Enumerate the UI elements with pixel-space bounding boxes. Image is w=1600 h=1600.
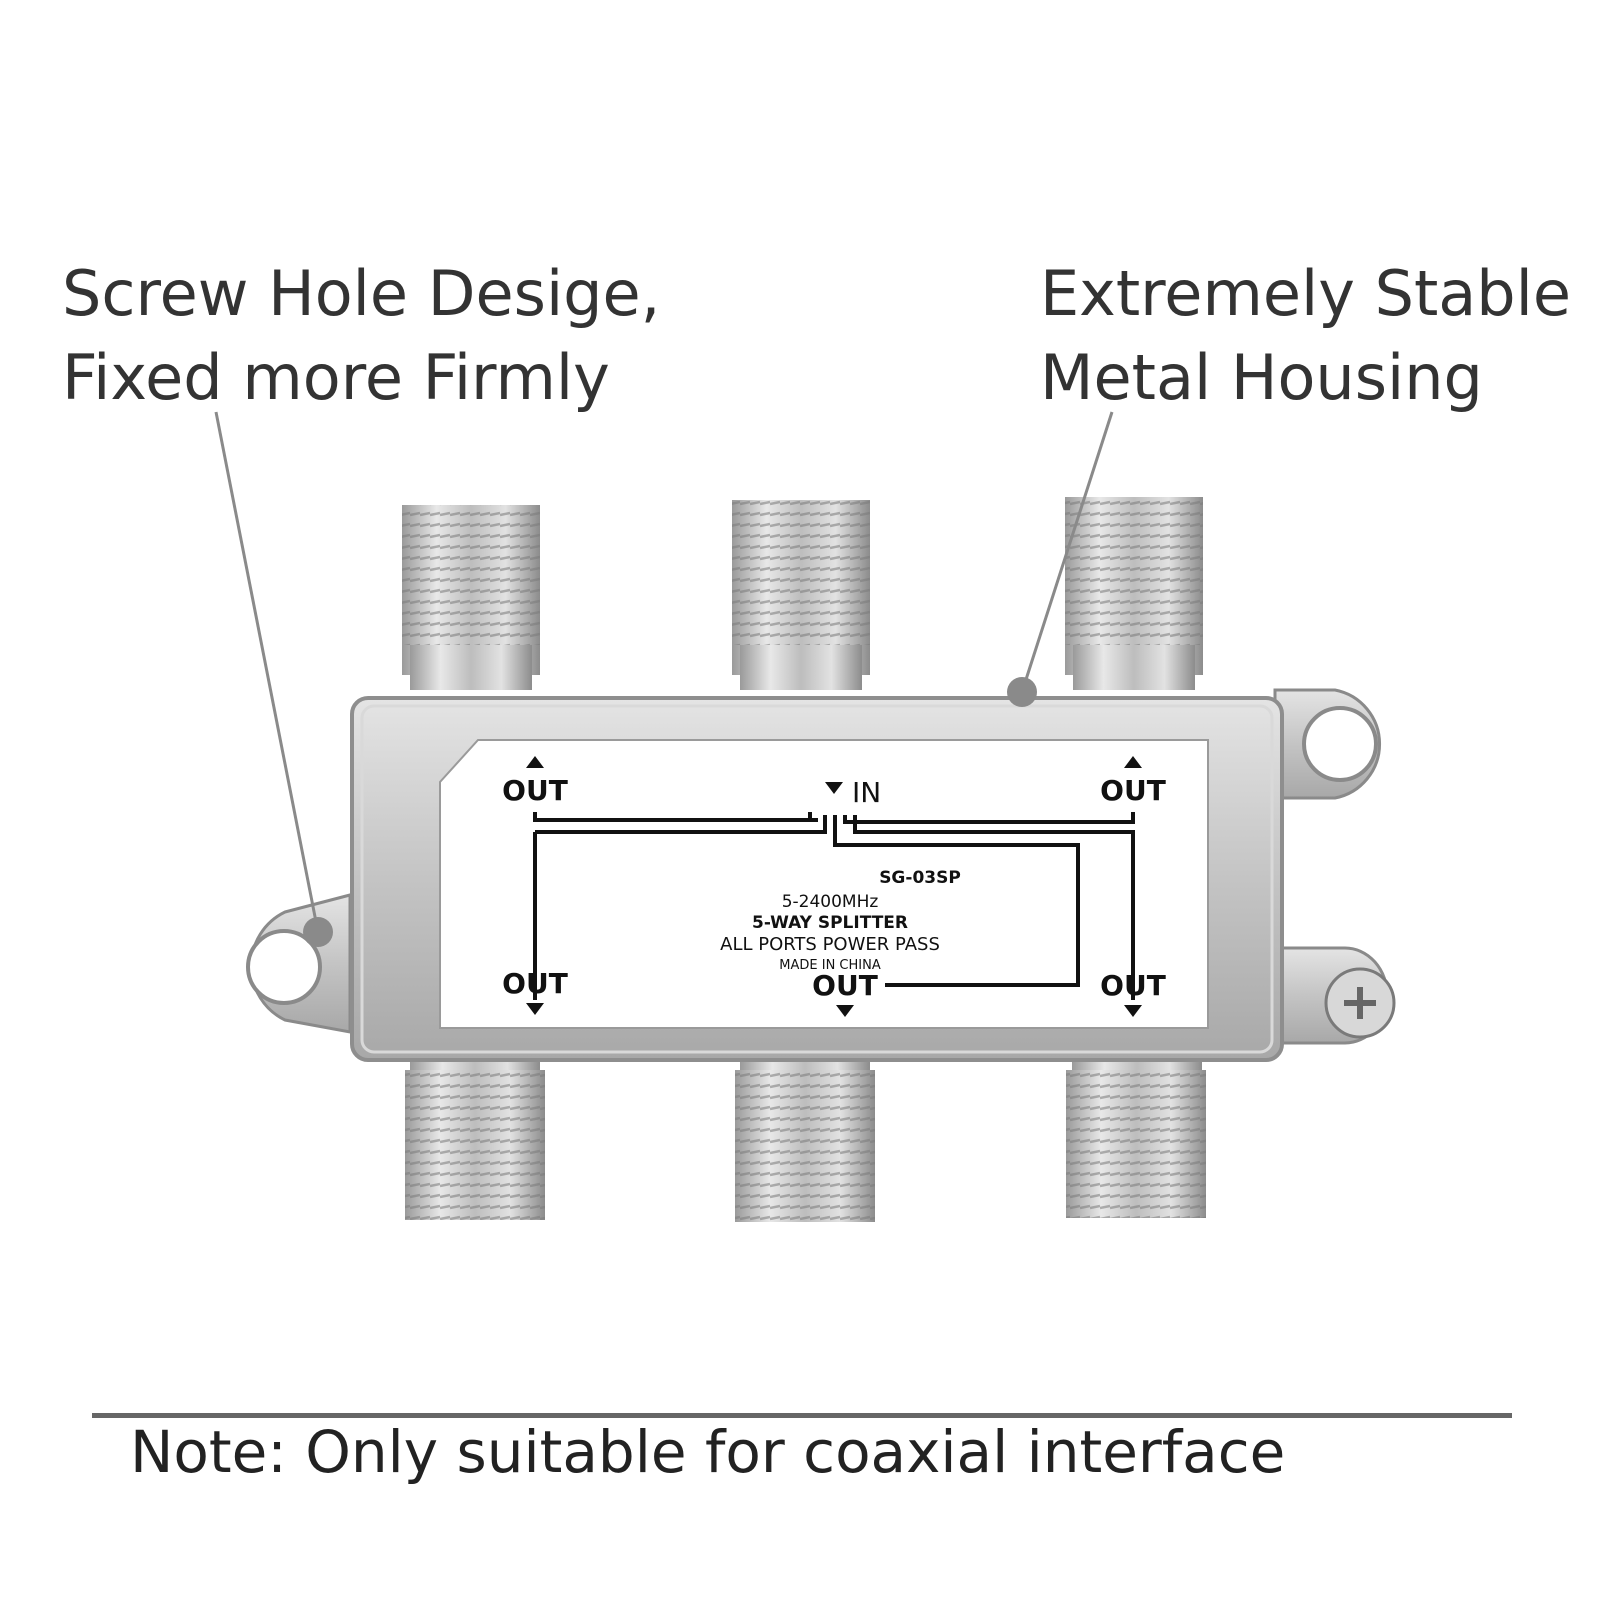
arrow-down-icon <box>825 782 843 794</box>
origin: MADE IN CHINA <box>779 958 881 973</box>
frequency-range: 5-2400MHz <box>782 892 879 912</box>
callout-pointers <box>214 411 1114 947</box>
port-out-top-left: OUT <box>502 774 568 807</box>
callout-left-line1: Screw Hole Desige, <box>62 257 661 330</box>
arrow-down-icon <box>526 1003 544 1015</box>
callout-left-line2: Fixed more Firmly <box>62 341 610 414</box>
ports-info: ALL PORTS POWER PASS <box>720 934 940 955</box>
callout-right-line2: Metal Housing <box>1040 341 1483 414</box>
screw-hole-right <box>1302 706 1378 782</box>
arrow-down-icon <box>836 1005 854 1017</box>
product-name: 5-WAY SPLITTER <box>752 913 908 933</box>
callout-right-line1: Extremely Stable <box>1040 257 1571 330</box>
label-plate: OUT OUT IN OUT OUT OUT SG-03SP 5-2400MHz… <box>439 739 1209 1029</box>
left-mounting-tab <box>246 893 352 1034</box>
callout-screw-hole: Screw Hole Desige, Fixed more Firmly <box>62 252 660 420</box>
callout-metal-housing: Extremely Stable Metal Housing <box>1040 252 1571 420</box>
pointer-dot-left <box>303 917 333 947</box>
circuit-diagram <box>533 812 1135 1000</box>
port-in: IN <box>852 776 881 809</box>
port-out-bottom-right: OUT <box>1100 969 1166 1002</box>
arrow-down-icon <box>1124 1005 1142 1017</box>
model-number: SG-03SP <box>879 868 961 888</box>
right-mounting-tab-top <box>1273 688 1381 800</box>
note-text: Note: Only suitable for coaxial interfac… <box>130 1418 1286 1486</box>
bottom-connectors <box>405 1030 1206 1222</box>
top-connectors <box>402 497 1203 690</box>
connector-top-center <box>732 500 870 690</box>
connector-bottom-right <box>1066 1030 1206 1218</box>
pointer-dot-right <box>1007 677 1037 707</box>
connector-top-left <box>402 505 540 690</box>
divider <box>92 1413 1512 1418</box>
port-out-bottom-left: OUT <box>502 967 568 1000</box>
screw-hole-left <box>246 929 322 1005</box>
arrow-up-icon <box>526 756 544 768</box>
connector-bottom-left <box>405 1030 545 1220</box>
right-mounting-tab-bottom <box>1273 946 1396 1045</box>
arrow-up-icon <box>1124 756 1142 768</box>
connector-top-right <box>1065 497 1203 690</box>
port-out-bottom-center: OUT <box>812 969 878 1002</box>
port-out-top-right: OUT <box>1100 774 1166 807</box>
